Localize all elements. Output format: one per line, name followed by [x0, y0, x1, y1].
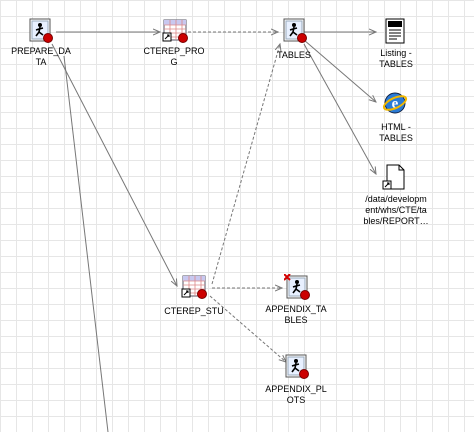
node-label: PREPARE_DA TA: [11, 46, 71, 67]
data-table-icon: [181, 275, 207, 299]
node-html-tables[interactable]: e HTML - TABLES: [356, 90, 436, 144]
node-label: CTEREP_PRO G: [143, 46, 205, 67]
node-label: APPENDIX_PL OTS: [265, 384, 327, 405]
sas-program-error-icon: [284, 274, 310, 300]
node-cterep-prog[interactable]: CTEREP_PRO G: [134, 18, 214, 72]
sas-program-icon: [29, 18, 53, 43]
link-tables-to-html: [303, 39, 376, 102]
node-cterep-stu[interactable]: CTEREP_STU: [154, 274, 234, 318]
file-shortcut-icon: [382, 164, 405, 190]
node-report-file[interactable]: /data/developm ent/whs/CTE/ta bles/REPOR…: [356, 164, 436, 230]
link-prepare-down: [63, 55, 109, 432]
node-label: HTML - TABLES: [379, 122, 413, 143]
node-label: TABLES: [277, 50, 311, 60]
node-label: CTEREP_STU: [164, 306, 224, 316]
node-label: APPENDIX_TA BLES: [265, 304, 327, 325]
sas-program-icon: [283, 18, 307, 43]
link-cterep-stu-to-appendix-plots: [209, 295, 286, 362]
data-table-icon: [162, 19, 188, 43]
html-output-icon: e: [382, 92, 408, 114]
node-label: Listing - TABLES: [379, 48, 413, 69]
node-label: /data/developm ent/whs/CTE/ta bles/REPOR…: [363, 194, 429, 226]
svg-text:e: e: [392, 96, 399, 112]
listing-output-icon: [385, 18, 405, 44]
node-listing-tables[interactable]: Listing - TABLES: [356, 18, 436, 72]
node-appendix-tables[interactable]: APPENDIX_TA BLES: [256, 274, 336, 328]
sas-program-icon: [285, 354, 309, 379]
node-tables[interactable]: TABLES: [254, 18, 334, 62]
link-cterep-stu-to-tables: [211, 44, 280, 285]
link-prepare-to-cterep-stu: [51, 43, 177, 286]
node-appendix-plots[interactable]: APPENDIX_PL OTS: [256, 354, 336, 408]
link-tables-to-report: [303, 43, 376, 174]
node-prepare-data[interactable]: PREPARE_DA TA: [0, 18, 80, 72]
